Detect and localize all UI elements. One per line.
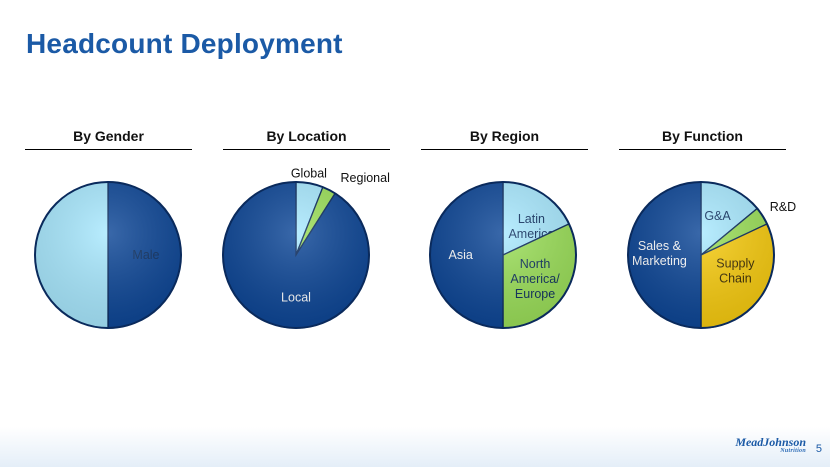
chart-title-function: By Function	[662, 128, 743, 144]
slice-label-r-d: R&D	[770, 200, 796, 214]
pie-rim	[429, 181, 577, 329]
slide-title: Headcount Deployment	[26, 28, 343, 59]
slice-label-global: Global	[291, 167, 327, 181]
logo-sub-text: Nutrition	[780, 448, 806, 454]
pie-rim	[222, 181, 370, 329]
chart-title-underline	[25, 149, 192, 150]
chart-title-underline	[421, 149, 588, 150]
chart-title-underline	[223, 149, 390, 150]
logo-main-text: MeadJohnson	[735, 435, 806, 449]
mead-johnson-logo: MeadJohnson Nutrition	[735, 436, 806, 454]
chart-title-region: By Region	[469, 128, 540, 144]
pie-rim	[34, 181, 182, 329]
chart-title-location: By Location	[266, 128, 347, 144]
chart-title-gender: By Gender	[73, 128, 144, 144]
footer-band	[0, 427, 830, 467]
slice-label-regional: Regional	[341, 171, 390, 185]
chart-title-underline	[619, 149, 786, 150]
page-number: 5	[815, 443, 822, 455]
pie-rim	[627, 181, 775, 329]
